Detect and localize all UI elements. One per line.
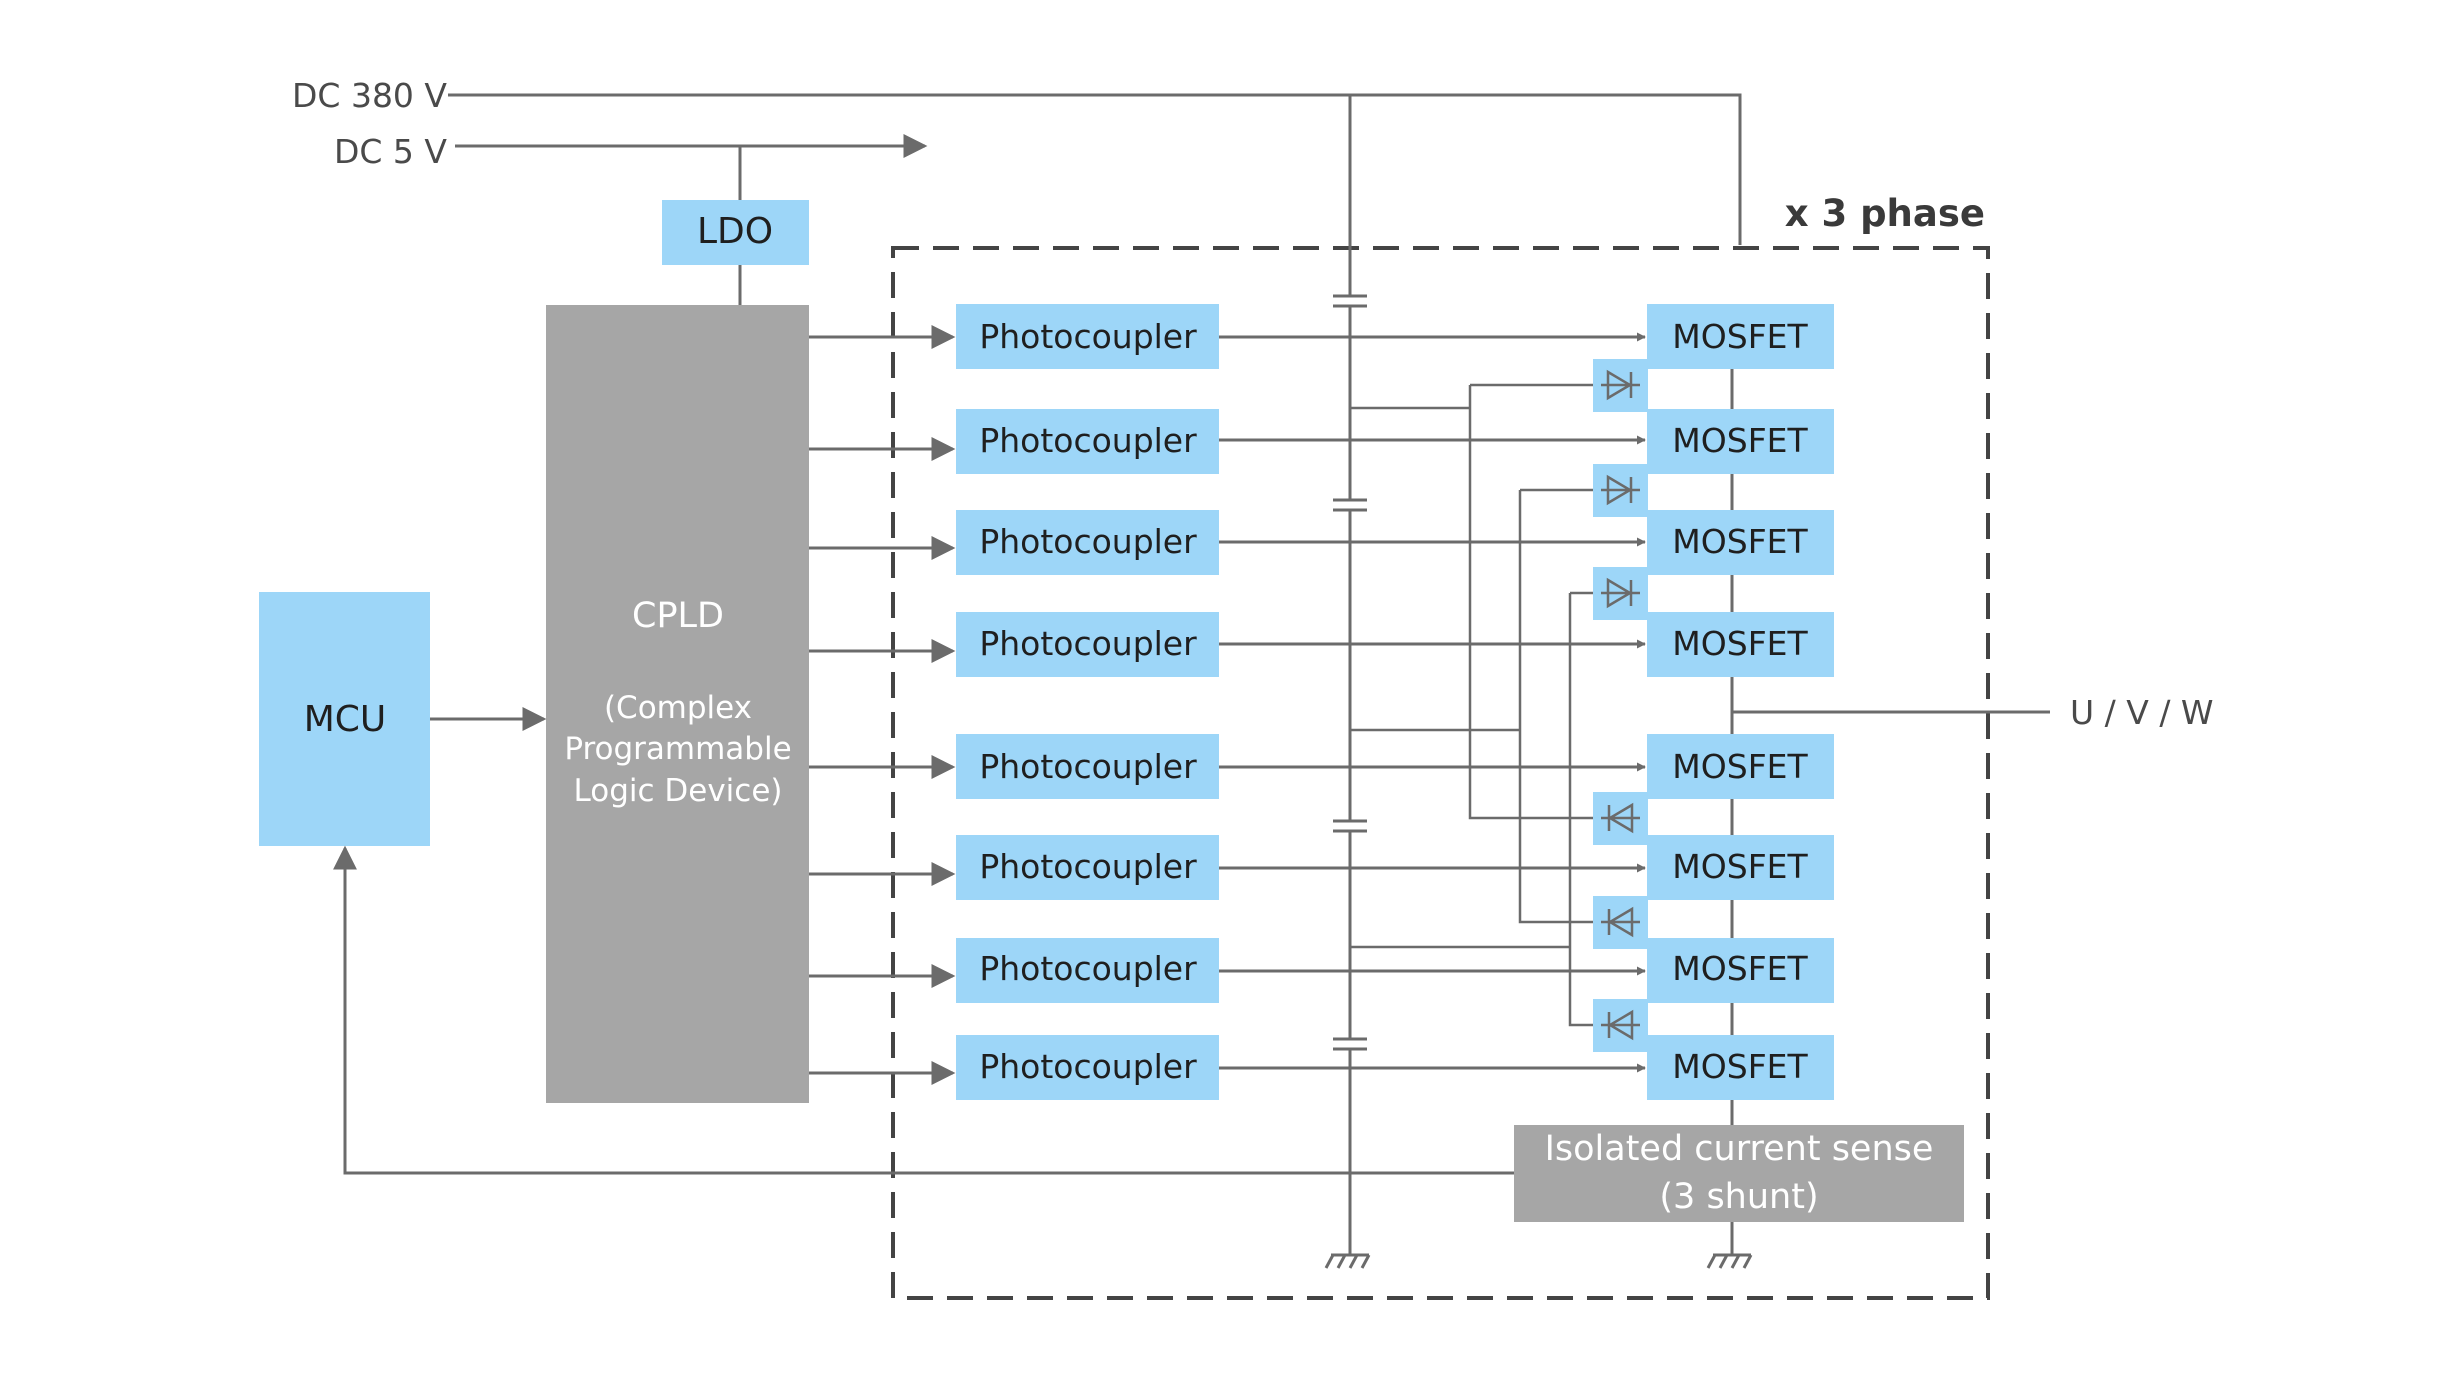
current-sense-line1: Isolated current sense [1545,1129,1934,1169]
photocoupler-block [956,409,1219,474]
photocoupler-row-1: Photocoupler [809,304,1646,369]
phase-label: x 3 phase [1785,192,1985,235]
diode-6 [1593,999,1648,1052]
mosfet-label: MOSFET [1672,949,1808,988]
photocoupler-block [956,1035,1219,1100]
mosfet-label: MOSFET [1672,847,1808,886]
mosfet-4: MOSFET [1647,612,1834,677]
mosfet-label: MOSFET [1672,1047,1808,1086]
current-sense-line2: (3 shunt) [1659,1177,1818,1217]
photocoupler-block [956,938,1219,1003]
photocoupler-row-7: Photocoupler [809,938,1646,1003]
diode-5 [1593,896,1648,949]
mosfet-block [1647,510,1834,575]
ground-symbol-right [1706,1253,1753,1269]
current-sense-block [1514,1125,1964,1222]
ldo-label: LDO [697,211,773,252]
mosfet-block [1647,734,1834,799]
diode-2 [1593,464,1648,517]
mcu-label: MCU [304,699,387,740]
mosfet-block [1647,409,1834,474]
mosfet-block [1647,612,1834,677]
capacitor-bus [1324,95,1371,1269]
photocoupler-row-3: Photocoupler [809,510,1646,575]
cpld-block [546,305,809,1103]
mosfet-label: MOSFET [1672,624,1808,663]
photocoupler-label: Photocoupler [979,421,1197,460]
mosfet-block [1647,304,1834,369]
photocoupler-label: Photocoupler [979,847,1197,886]
mosfet-label: MOSFET [1672,522,1808,561]
photocoupler-row-4: Photocoupler [809,612,1646,677]
ldo-block [662,200,809,265]
mosfet-label: MOSFET [1672,747,1808,786]
current-sense-feedback-line [333,845,1514,1175]
cpld-title: CPLD [632,596,724,636]
photocoupler-block [956,510,1219,575]
cpld-desc-line3: Logic Device) [574,773,783,809]
photocoupler-row-2: Photocoupler [809,409,1646,474]
photocoupler-label: Photocoupler [979,624,1197,663]
photocoupler-label: Photocoupler [979,1047,1197,1086]
cpld-desc-line1: (Complex [604,690,752,726]
mosfet-1: MOSFET [1647,304,1834,369]
mosfet-6: MOSFET [1647,835,1834,900]
diode-4 [1593,792,1648,845]
diode-1 [1593,359,1648,412]
photocoupler-label: Photocoupler [979,317,1197,356]
mosfet-block [1647,835,1834,900]
photocoupler-row-8: Photocoupler [809,1035,1646,1100]
mosfet-label: MOSFET [1672,317,1808,356]
diode-3 [1593,567,1648,620]
mosfet-3: MOSFET [1647,510,1834,575]
photocoupler-label: Photocoupler [979,949,1197,988]
mosfet-7: MOSFET [1647,938,1834,1003]
output-label: U / V / W [2070,693,2214,732]
photocoupler-label: Photocoupler [979,747,1197,786]
mosfet-8: MOSFET [1647,1035,1834,1100]
photocoupler-block [956,612,1219,677]
photocoupler-row-6: Photocoupler [809,835,1646,900]
mosfet-2: MOSFET [1647,409,1834,474]
mosfet-block [1647,938,1834,1003]
photocoupler-block [956,835,1219,900]
mosfet-block [1647,1035,1834,1100]
supply-rails [448,93,1742,305]
diode-return-wires [1350,383,1593,1027]
photocoupler-block [956,304,1219,369]
mosfet-label: MOSFET [1672,421,1808,460]
photocoupler-block [956,734,1219,799]
mcu-block [259,592,430,846]
cpld-desc-line2: Programmable [564,731,791,767]
dc-380-label: DC 380 V [292,76,447,115]
photocoupler-label: Photocoupler [979,522,1197,561]
photocoupler-row-5: Photocoupler [809,734,1646,799]
dc-5-label: DC 5 V [334,132,447,171]
mosfet-5: MOSFET [1647,734,1834,799]
three-phase-boundary [891,246,1990,1300]
